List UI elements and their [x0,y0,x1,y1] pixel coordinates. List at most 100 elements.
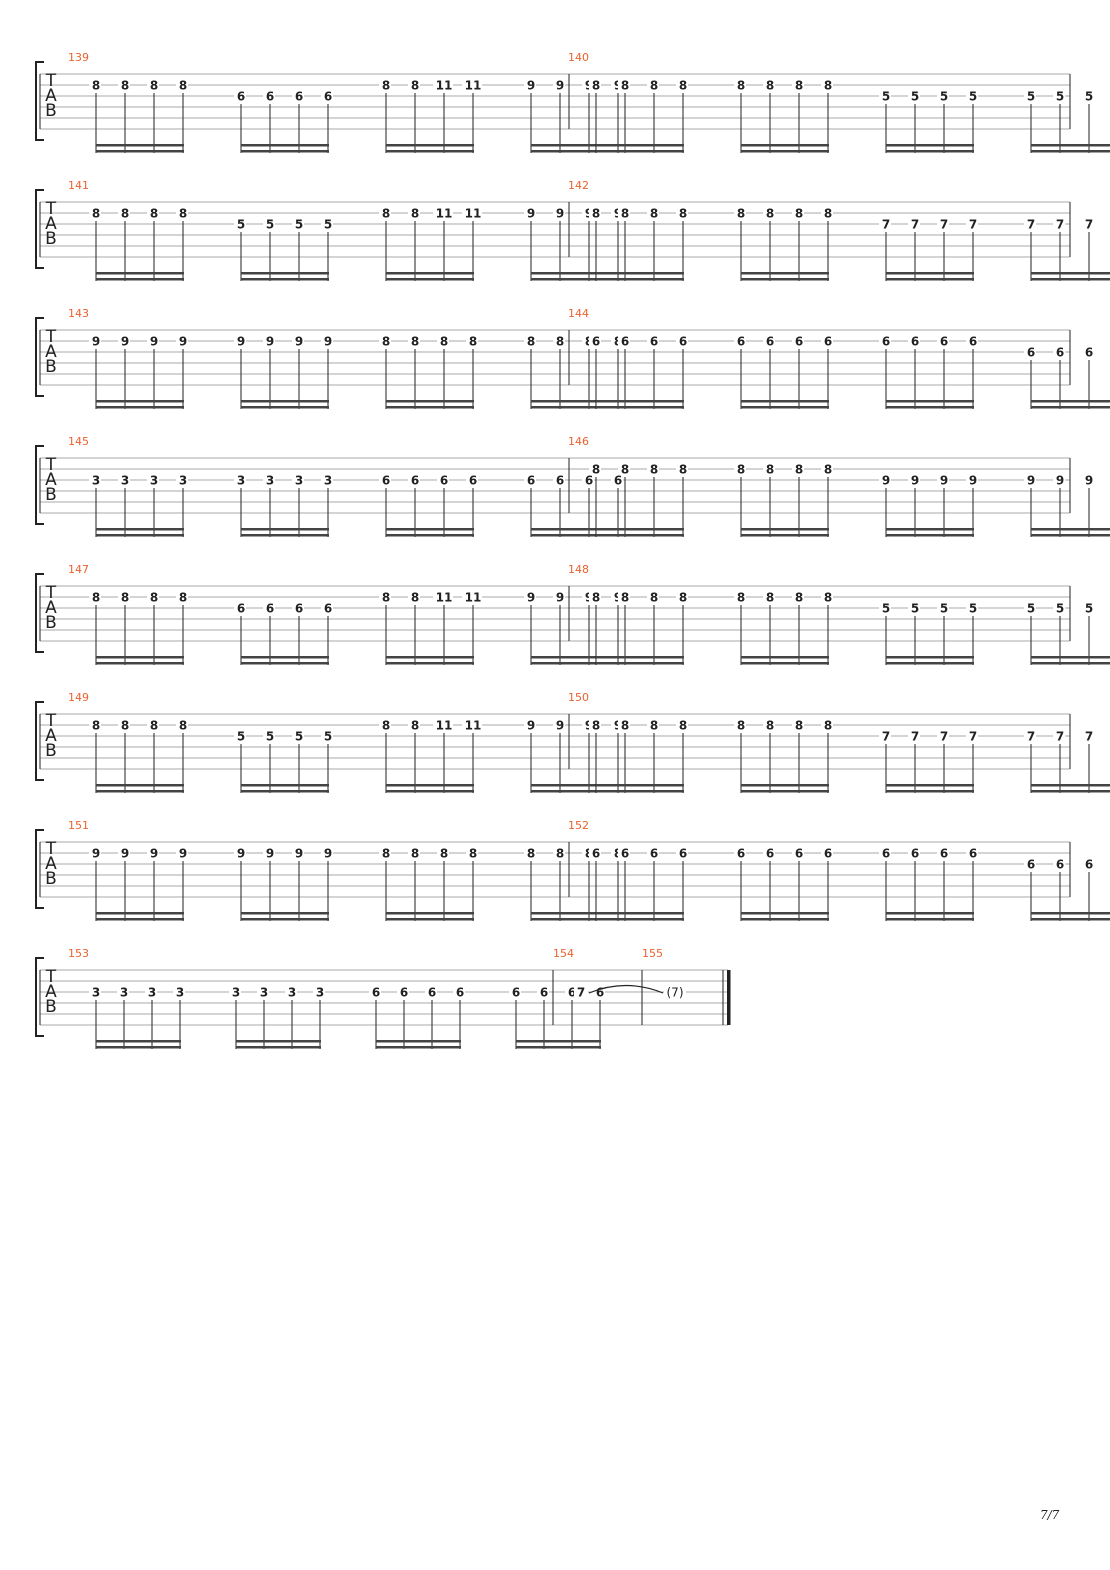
fret-mask [792,206,804,219]
fret-number: 6 [585,474,593,488]
measure-number: 149 [68,691,89,704]
fret-mask [821,78,833,91]
beam [96,150,184,153]
fret-number: 5 [940,602,948,616]
fret-number: 5 [940,90,948,104]
tab-clef-letter: T [45,583,57,603]
beam [886,912,974,915]
fret-number: 8 [469,847,477,861]
fret-mask [462,78,482,91]
measure-number: 151 [68,819,89,832]
fret-number: 6 [766,335,774,349]
fret-mask [792,718,804,731]
fret-mask [553,334,565,347]
fret-mask [292,473,304,486]
fret-mask [1082,217,1094,230]
beam [1031,406,1110,409]
fret-number: 6 [824,335,832,349]
fret-number: 11 [465,719,482,733]
fret-number: 8 [650,463,658,477]
fret-mask [589,334,601,347]
fret-mask [147,718,159,731]
measure-number: 146 [568,435,589,448]
fret-mask [1024,601,1036,614]
fret-number: 6 [592,335,600,349]
fret-mask [1053,473,1065,486]
beam [386,144,474,147]
fret-number: 6 [1085,346,1093,360]
fret-mask [89,473,101,486]
beam [241,144,329,147]
fret-number: 6 [237,602,245,616]
fret-mask [466,846,478,859]
beam [96,790,184,793]
fret-number: 8 [440,335,448,349]
fret-mask [117,985,129,998]
fret-number: 8 [795,591,803,605]
fret-mask [1082,345,1094,358]
fret-mask [321,601,333,614]
fret-mask [433,590,453,603]
beam [886,144,974,147]
tab-clef-letter: A [45,214,57,234]
fret-mask [966,846,978,859]
fret-mask [908,89,920,102]
fret-mask [292,601,304,614]
beam [531,528,619,531]
fret-mask [234,473,246,486]
fret-mask [176,334,188,347]
fret-mask [234,601,246,614]
fret-number: 6 [679,335,687,349]
fret-number: 6 [568,986,576,1000]
fret-mask [118,846,130,859]
fret-number: 8 [650,207,658,221]
fret-number: 7 [882,218,890,232]
fret-mask [234,729,246,742]
fret-mask [589,590,601,603]
beam [886,528,974,531]
fret-mask [734,334,746,347]
fret-number: 6 [911,847,919,861]
fret-mask [879,89,891,102]
fret-mask [321,846,333,859]
fret-number: 5 [237,730,245,744]
fret-number: 5 [266,218,274,232]
beam [376,1040,461,1043]
fret-number: 8 [592,79,600,93]
fret-number: 8 [179,79,187,93]
fret-number: 6 [795,335,803,349]
beam [886,278,974,281]
measure-number: 143 [68,307,89,320]
beam [886,656,974,659]
fret-mask [618,590,630,603]
fret-mask [937,334,949,347]
fret-mask [147,846,159,859]
fret-number: 3 [295,474,303,488]
fret-mask [676,334,688,347]
fret-number: 11 [436,591,453,605]
beam [516,1040,601,1043]
fret-number: 5 [969,602,977,616]
beam [96,272,184,275]
fret-number: 8 [621,719,629,733]
fret-number: 9 [92,847,100,861]
beam [96,1040,181,1043]
fret-mask [466,334,478,347]
fret-number: 8 [382,591,390,605]
fret-mask [118,334,130,347]
beam [886,406,974,409]
beam [596,528,684,531]
beam [1031,150,1110,153]
beam [236,1046,321,1049]
fret-mask [1082,89,1094,102]
fret-number: 6 [882,847,890,861]
beam [516,1046,601,1049]
fret-mask [229,985,241,998]
fret-number: 8 [382,335,390,349]
fret-mask [89,718,101,731]
beam [531,784,619,787]
final-barline-thick [727,970,731,1025]
fret-mask [176,78,188,91]
tab-clef-letter: A [45,982,57,1002]
